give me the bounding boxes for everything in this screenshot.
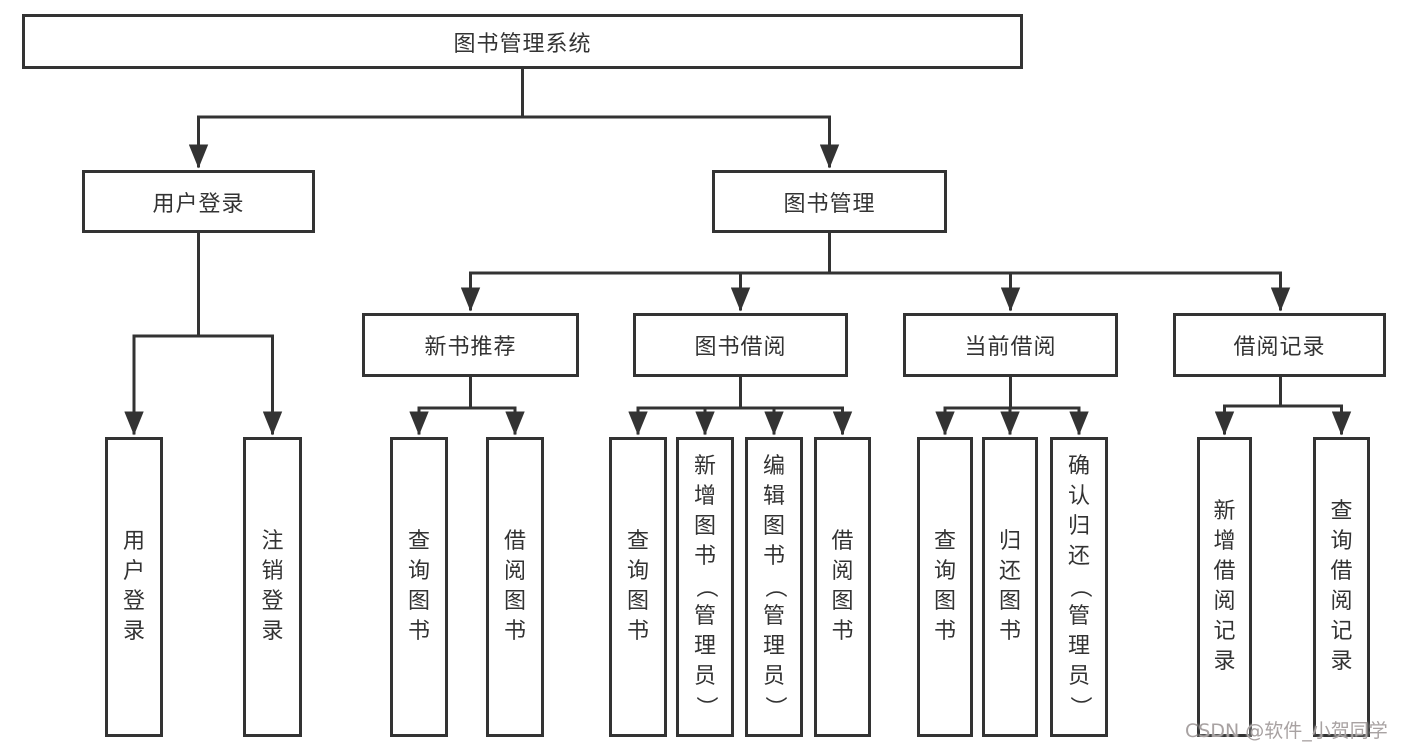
node-new-book-recommend-label: 新书推荐 [424, 335, 517, 360]
node-borrow-records: 借阅记录 [1173, 313, 1386, 377]
connector-records-bus [1223, 375, 1343, 408]
leaf-cb-return-books-label: 归还图书 [998, 529, 1021, 644]
leaf-cb-return-books: 归还图书 [982, 437, 1038, 737]
leaf-br-add-record-label: 新增借阅记录 [1213, 499, 1236, 674]
leaf-rec-borrow-books-label: 借阅图书 [503, 529, 526, 644]
node-book-management-label: 图书管理 [783, 191, 876, 217]
connector-root-bus [197, 67, 831, 119]
leaf-user-login-label: 用户登录 [122, 529, 145, 644]
leaf-cb-confirm-return: 确认归还（管理员） [1050, 437, 1108, 737]
leaf-logout: 注销登录 [243, 437, 302, 737]
node-book-borrow: 图书借阅 [633, 313, 848, 377]
leaf-bb-edit-books-label: 编辑图书（管理员） [761, 454, 787, 719]
node-current-borrow-label: 当前借阅 [964, 335, 1057, 360]
leaf-br-query-record: 查询借阅记录 [1313, 437, 1370, 737]
connector-userlogin-bus [132, 231, 274, 338]
connector-currentborrow-bus [943, 375, 1081, 410]
leaf-cb-confirm-return-label: 确认归还（管理员） [1066, 454, 1092, 719]
leaf-bb-edit-books: 编辑图书（管理员） [745, 437, 803, 737]
leaf-bb-borrow-books-label: 借阅图书 [831, 529, 854, 644]
node-borrow-records-label: 借阅记录 [1233, 335, 1326, 360]
node-book-management: 图书管理 [712, 170, 947, 233]
leaf-bb-borrow-books: 借阅图书 [814, 437, 871, 737]
leaf-cb-query-books: 查询图书 [917, 437, 973, 737]
connector-bookmgmt-bus [469, 231, 1282, 275]
connector-bookborrow-bus [636, 375, 844, 410]
node-current-borrow: 当前借阅 [903, 313, 1118, 377]
leaf-br-query-record-label: 查询借阅记录 [1330, 499, 1353, 674]
leaf-user-login: 用户登录 [105, 437, 163, 737]
node-root: 图书管理系统 [22, 14, 1023, 69]
leaf-rec-query-books: 查询图书 [390, 437, 448, 737]
watermark-text: CSDN @软件_小贺同学 [1185, 720, 1388, 742]
leaf-rec-borrow-books: 借阅图书 [486, 437, 544, 737]
leaf-cb-query-books-label: 查询图书 [933, 529, 956, 644]
leaf-logout-label: 注销登录 [261, 529, 284, 644]
leaf-br-add-record: 新增借阅记录 [1197, 437, 1252, 737]
leaf-rec-query-books-label: 查询图书 [407, 529, 430, 644]
leaf-bb-query-books-label: 查询图书 [626, 529, 649, 644]
node-user-login: 用户登录 [82, 170, 315, 233]
leaf-bb-add-books: 新增图书（管理员） [676, 437, 734, 737]
node-new-book-recommend: 新书推荐 [362, 313, 579, 377]
node-user-login-label: 用户登录 [152, 191, 245, 217]
node-root-label: 图书管理系统 [453, 31, 592, 57]
node-book-borrow-label: 图书借阅 [694, 335, 787, 360]
leaf-bb-add-books-label: 新增图书（管理员） [692, 454, 718, 719]
leaf-bb-query-books: 查询图书 [609, 437, 667, 737]
connector-recommend-bus [417, 375, 517, 410]
